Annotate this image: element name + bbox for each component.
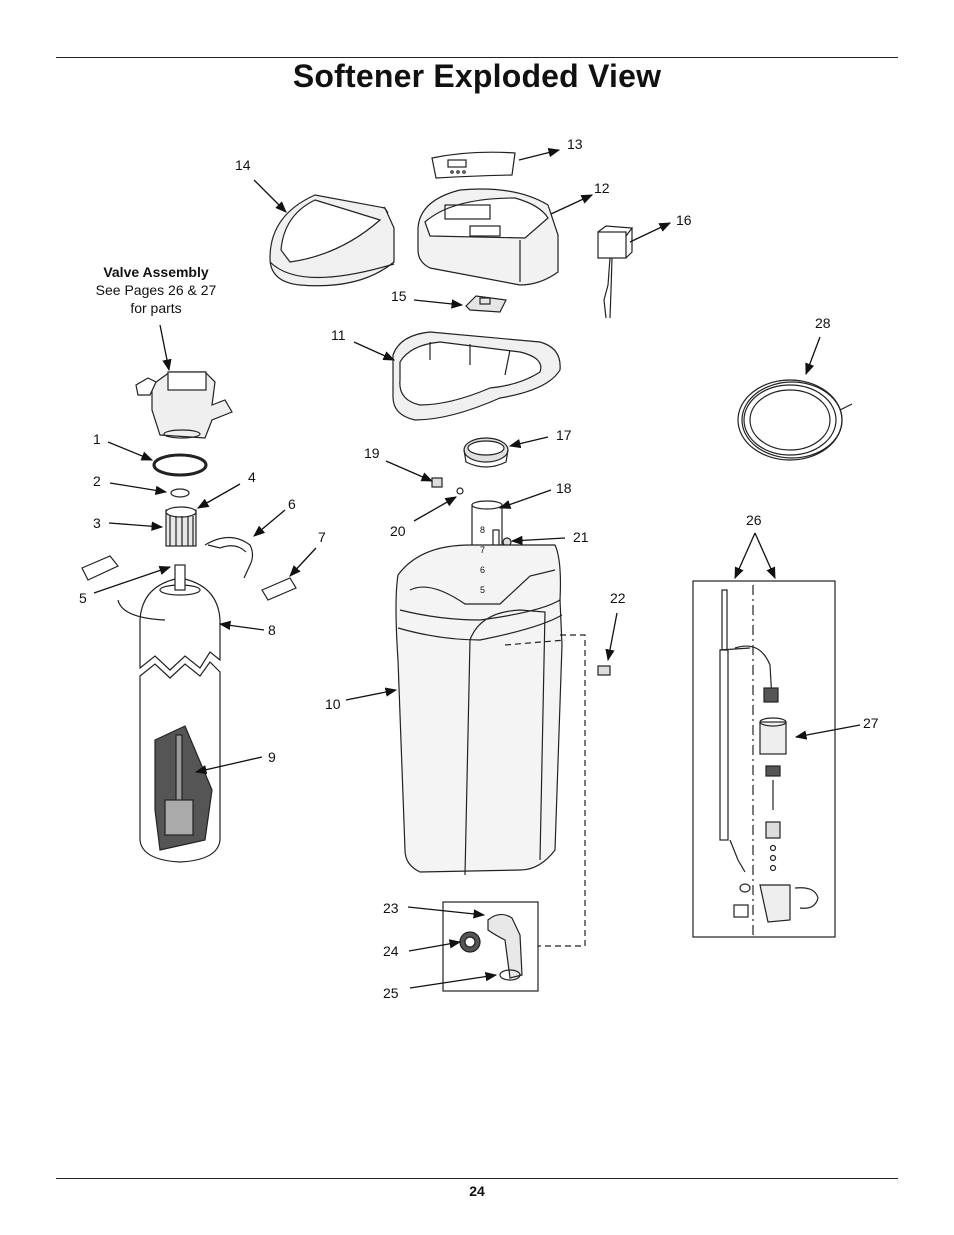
- clip-block: [261, 577, 297, 601]
- callout-6: 6: [288, 496, 296, 512]
- callout-1: 1: [93, 431, 101, 447]
- level-mark: 7: [480, 545, 485, 555]
- callout-18: 18: [556, 480, 572, 496]
- callout-25: 25: [383, 985, 399, 1001]
- callout-16: 16: [676, 212, 692, 228]
- level-mark: 5: [480, 585, 485, 595]
- callout-20: 20: [390, 523, 406, 539]
- callout-labels: 1 2 3 4 5 6 7 8 9 10 11 12 13 14 15 16 1…: [79, 136, 879, 1001]
- callout-4: 4: [248, 469, 256, 485]
- callout-10: 10: [325, 696, 341, 712]
- callout-8: 8: [268, 622, 276, 638]
- top-rule: [56, 57, 898, 58]
- callout-9: 9: [268, 749, 276, 765]
- callout-27: 27: [863, 715, 879, 731]
- mineral-tank: [117, 564, 221, 863]
- callout-7: 7: [318, 529, 326, 545]
- callout-5: 5: [79, 590, 87, 606]
- callout-19: 19: [364, 445, 380, 461]
- tubing-coil: [737, 379, 853, 461]
- page-title: Softener Exploded View: [292, 58, 662, 94]
- level-mark: 6: [480, 565, 485, 575]
- callout-14: 14: [235, 157, 251, 173]
- distributor-basket: [165, 506, 197, 547]
- o-ring-small: [170, 488, 190, 498]
- valve-assembly-line2: for parts: [130, 300, 182, 316]
- callout-17: 17: [556, 427, 572, 443]
- valve-assembly-line1: See Pages 26 & 27: [95, 282, 217, 298]
- elbow-fitting-box: [442, 901, 539, 992]
- callout-24: 24: [383, 943, 399, 959]
- fitting-20: [456, 487, 464, 495]
- callout-2: 2: [93, 473, 101, 489]
- tank-clip: [204, 536, 254, 579]
- page-number: 24: [469, 1183, 485, 1199]
- bottom-rule: [56, 1178, 898, 1179]
- level-marks: 8 7 6 5: [480, 525, 485, 595]
- callout-21: 21: [573, 529, 589, 545]
- safety-float-box: [692, 580, 836, 938]
- callout-26: 26: [746, 512, 762, 528]
- brine-tank: [395, 544, 563, 876]
- valve-assembly-note: Valve Assembly See Pages 26 & 27 for par…: [66, 263, 246, 317]
- brine-rim: [392, 331, 561, 421]
- callout-3: 3: [93, 515, 101, 531]
- callout-23: 23: [383, 900, 399, 916]
- salt-lid: [269, 194, 395, 287]
- circuit-board: [465, 295, 507, 313]
- level-mark: 8: [480, 525, 485, 535]
- brine-well-cap: [463, 437, 509, 468]
- valve-assembly-heading: Valve Assembly: [103, 264, 209, 280]
- callout-15: 15: [391, 288, 407, 304]
- o-ring-large: [152, 453, 208, 477]
- valve-assembly: [135, 371, 233, 439]
- overflow-fitting: [597, 665, 611, 676]
- callout-22: 22: [610, 590, 626, 606]
- clip-block-left: [81, 555, 119, 581]
- callout-28: 28: [815, 315, 831, 331]
- label-plate: [431, 151, 516, 179]
- callout-arrows: [93, 148, 861, 989]
- callout-11: 11: [331, 327, 346, 343]
- control-cover: [417, 188, 559, 286]
- callout-12: 12: [594, 180, 610, 196]
- fitting-19: [431, 477, 443, 488]
- callout-13: 13: [567, 136, 583, 152]
- transformer: [597, 225, 634, 319]
